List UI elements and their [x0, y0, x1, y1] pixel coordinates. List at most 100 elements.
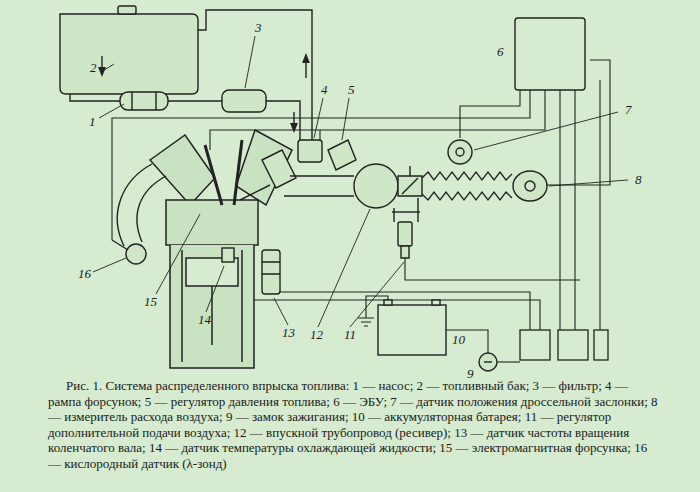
fuel-tank	[60, 14, 198, 94]
spark-plugs	[205, 140, 242, 205]
leader-lines	[156, 214, 200, 294]
spark-plugs	[205, 145, 222, 205]
oxygen-sensor	[112, 240, 128, 250]
wiring	[460, 90, 520, 138]
callout-number: 8	[635, 173, 642, 187]
callout-number: 7	[625, 103, 632, 117]
callout-number: 4	[321, 83, 328, 97]
leader-lines	[318, 209, 370, 327]
intake-runner	[284, 176, 354, 196]
callout-number: 15	[144, 295, 157, 309]
fuel-rail	[328, 140, 356, 170]
leader-lines	[314, 98, 323, 138]
injector	[240, 185, 270, 200]
callout-number: 3	[255, 21, 262, 35]
extra-air-regulator	[398, 222, 412, 246]
intake-receiver	[354, 164, 398, 208]
leader-lines	[245, 36, 255, 88]
fuel-line	[305, 58, 306, 78]
intake-runner	[284, 195, 354, 196]
callout-number: 10	[452, 333, 465, 347]
air-hose	[422, 172, 512, 180]
wiring	[405, 258, 580, 280]
callout-number: 6	[497, 45, 504, 59]
throttle-sensor	[448, 140, 472, 164]
fuel-line	[198, 10, 312, 140]
ignition-switch	[484, 361, 492, 362]
injector	[262, 150, 296, 188]
throttle-sensor	[456, 148, 464, 156]
spark-plugs	[234, 140, 242, 205]
leader-lines	[342, 98, 349, 140]
crank-sensor	[262, 250, 280, 294]
fuel-line	[70, 10, 312, 140]
ignition-switch	[479, 353, 497, 371]
air-flow-meter	[513, 171, 547, 201]
exhaust-manifold	[137, 176, 166, 242]
connectors	[520, 330, 608, 360]
callout-number: 16	[78, 267, 91, 281]
throttle-body	[409, 166, 410, 176]
fuel-tank	[60, 6, 198, 94]
callout-number: 5	[348, 83, 355, 97]
crank-sensor	[262, 250, 280, 294]
callout-number: 13	[282, 326, 295, 340]
fuel-pump	[120, 92, 168, 110]
connectors	[558, 330, 588, 360]
air-hose	[422, 192, 512, 200]
fuel-filter	[222, 90, 266, 112]
battery	[432, 300, 440, 305]
throttle-body	[402, 178, 418, 194]
callout-number: 1	[89, 115, 96, 129]
leader-lines	[274, 298, 288, 325]
oxygen-sensor	[126, 244, 146, 264]
extra-air-regulator	[401, 246, 409, 258]
fuel-line	[293, 112, 294, 128]
leader-lines	[99, 104, 124, 118]
extra-air-regulator	[392, 198, 420, 258]
fuel-tank	[118, 6, 136, 14]
ecu-box	[515, 18, 585, 90]
leader-lines	[549, 180, 628, 186]
air-hose	[422, 172, 512, 200]
extra-air-regulator	[392, 211, 420, 212]
battery	[378, 305, 446, 355]
wiring	[574, 90, 575, 330]
fuel-rail	[298, 140, 356, 170]
engine	[166, 200, 258, 245]
leader-lines	[474, 112, 618, 150]
engine	[182, 250, 242, 362]
air-flow-meter	[513, 171, 547, 201]
callout-number: 12	[310, 328, 323, 342]
figure-caption: Рис. 1. Система распределенного впрыска …	[48, 378, 658, 471]
fuel-line	[266, 101, 300, 140]
intake-runner	[290, 175, 354, 176]
leader-lines	[93, 258, 126, 272]
engine	[170, 245, 254, 368]
callout-number: 11	[344, 328, 356, 342]
fuel-line	[101, 56, 102, 72]
leader-lines	[350, 262, 404, 327]
fuel-line	[70, 94, 120, 101]
wiring	[497, 361, 520, 362]
ignition-switch	[479, 353, 497, 371]
wiring	[599, 80, 600, 330]
connectors	[594, 330, 608, 360]
connectors	[520, 330, 550, 360]
oxygen-sensor	[112, 240, 146, 264]
fuel-pump	[120, 92, 168, 110]
wiring	[559, 90, 560, 330]
crank-sensor	[262, 262, 280, 274]
callout-number: 2	[90, 61, 97, 75]
throttle-sensor	[448, 140, 472, 164]
leader-lines	[101, 64, 114, 72]
exhaust-manifold	[117, 164, 166, 246]
exhaust-manifold	[117, 164, 152, 246]
coolant-sensor	[222, 248, 234, 262]
wiring	[446, 330, 488, 353]
battery	[384, 300, 392, 305]
callout-number: 14	[198, 313, 211, 327]
battery	[378, 300, 446, 355]
throttle-body	[398, 166, 422, 196]
